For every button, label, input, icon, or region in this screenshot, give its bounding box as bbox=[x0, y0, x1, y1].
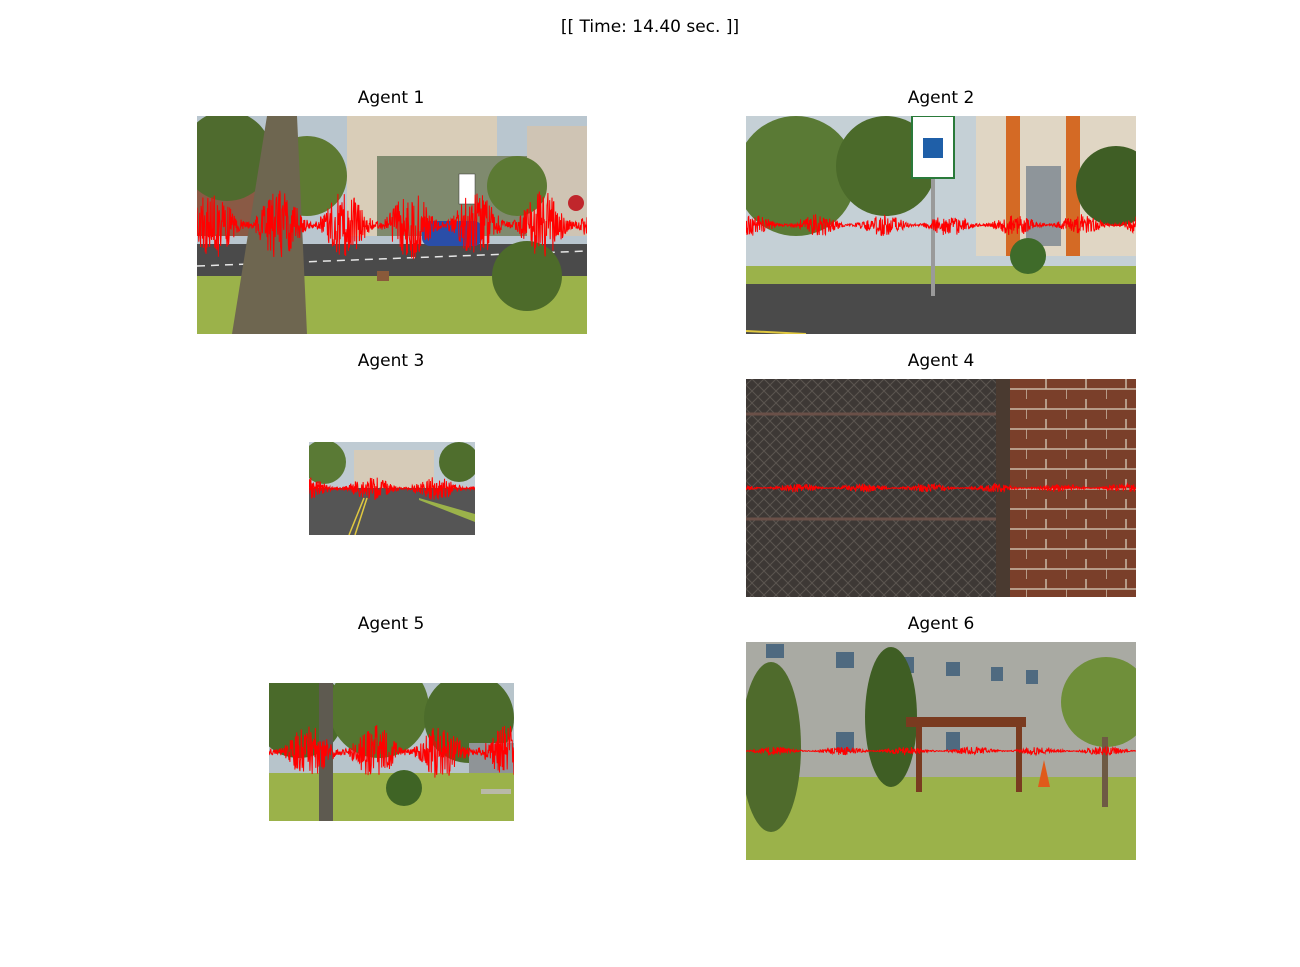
agent-5-signal-trace bbox=[269, 725, 514, 778]
agent-1-camera-view bbox=[197, 116, 587, 334]
agent-2-signal-trace bbox=[746, 214, 1136, 237]
agent-4-signal-trace bbox=[746, 481, 1136, 494]
agent-3-signal-trace bbox=[309, 477, 475, 500]
agent-3-label: Agent 3 bbox=[357, 351, 425, 371]
agent-6-camera-view bbox=[746, 642, 1136, 860]
agent-5-camera-view bbox=[269, 683, 514, 821]
agent-1-signal-trace bbox=[197, 190, 587, 260]
agent-2-camera-view bbox=[746, 116, 1136, 334]
agent-6-signal-trace bbox=[746, 746, 1136, 757]
agent-4-label: Agent 4 bbox=[907, 351, 975, 371]
agent-1-label: Agent 1 bbox=[357, 88, 425, 108]
agent-3-camera-view bbox=[309, 442, 475, 535]
agent-6-label: Agent 6 bbox=[907, 614, 975, 634]
agent-5-label: Agent 5 bbox=[357, 614, 425, 634]
agent-2-label: Agent 2 bbox=[907, 88, 975, 108]
agent-4-camera-view bbox=[746, 379, 1136, 597]
figure-title: [[ Time: 14.40 sec. ]] bbox=[560, 17, 740, 37]
